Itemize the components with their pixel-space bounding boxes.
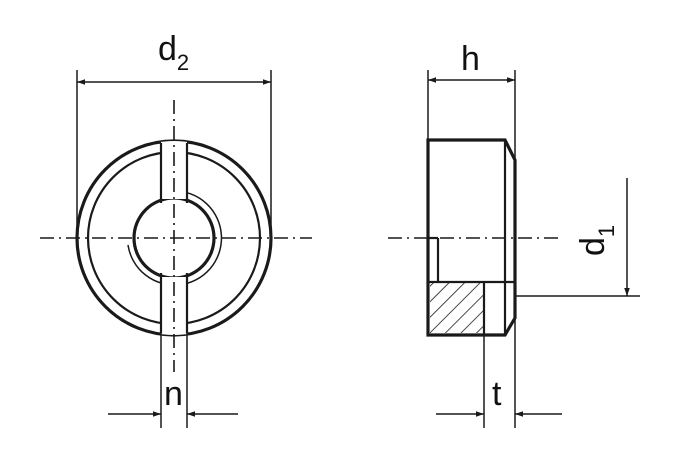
t-label: t bbox=[492, 375, 502, 413]
thread-arc bbox=[127, 190, 223, 286]
side-view: h d1 t bbox=[388, 40, 640, 428]
n-label: n bbox=[164, 375, 183, 413]
d2-label: d2 bbox=[158, 30, 189, 75]
section-hatch bbox=[430, 282, 484, 333]
h-label: h bbox=[461, 40, 480, 78]
front-view: d2 n bbox=[40, 30, 312, 428]
d1-label: d1 bbox=[574, 225, 619, 256]
